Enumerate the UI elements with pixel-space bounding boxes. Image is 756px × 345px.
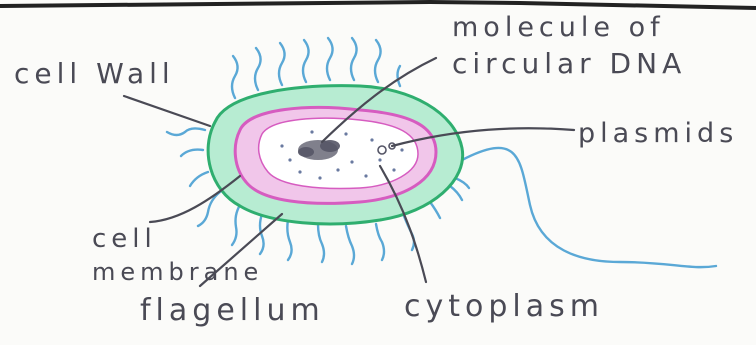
page-top-rule: [0, 2, 756, 8]
leader-cell-wall: [124, 96, 210, 126]
flagellum-tail: [462, 148, 716, 267]
label-cytoplasm: cytoplasm: [404, 292, 604, 322]
label-cell-wall: cell Wall: [14, 60, 175, 88]
label-cell-membrane-line2: membrane: [92, 260, 263, 284]
cytoplasm-shape: [259, 118, 418, 188]
label-dna-line2: circular DNA: [452, 50, 686, 78]
label-dna-line1: molecule of: [452, 14, 665, 41]
label-plasmids: plasmids: [578, 120, 738, 147]
label-flagellum: flagellum: [140, 296, 325, 326]
label-cell-membrane-line1: cell: [92, 226, 157, 252]
